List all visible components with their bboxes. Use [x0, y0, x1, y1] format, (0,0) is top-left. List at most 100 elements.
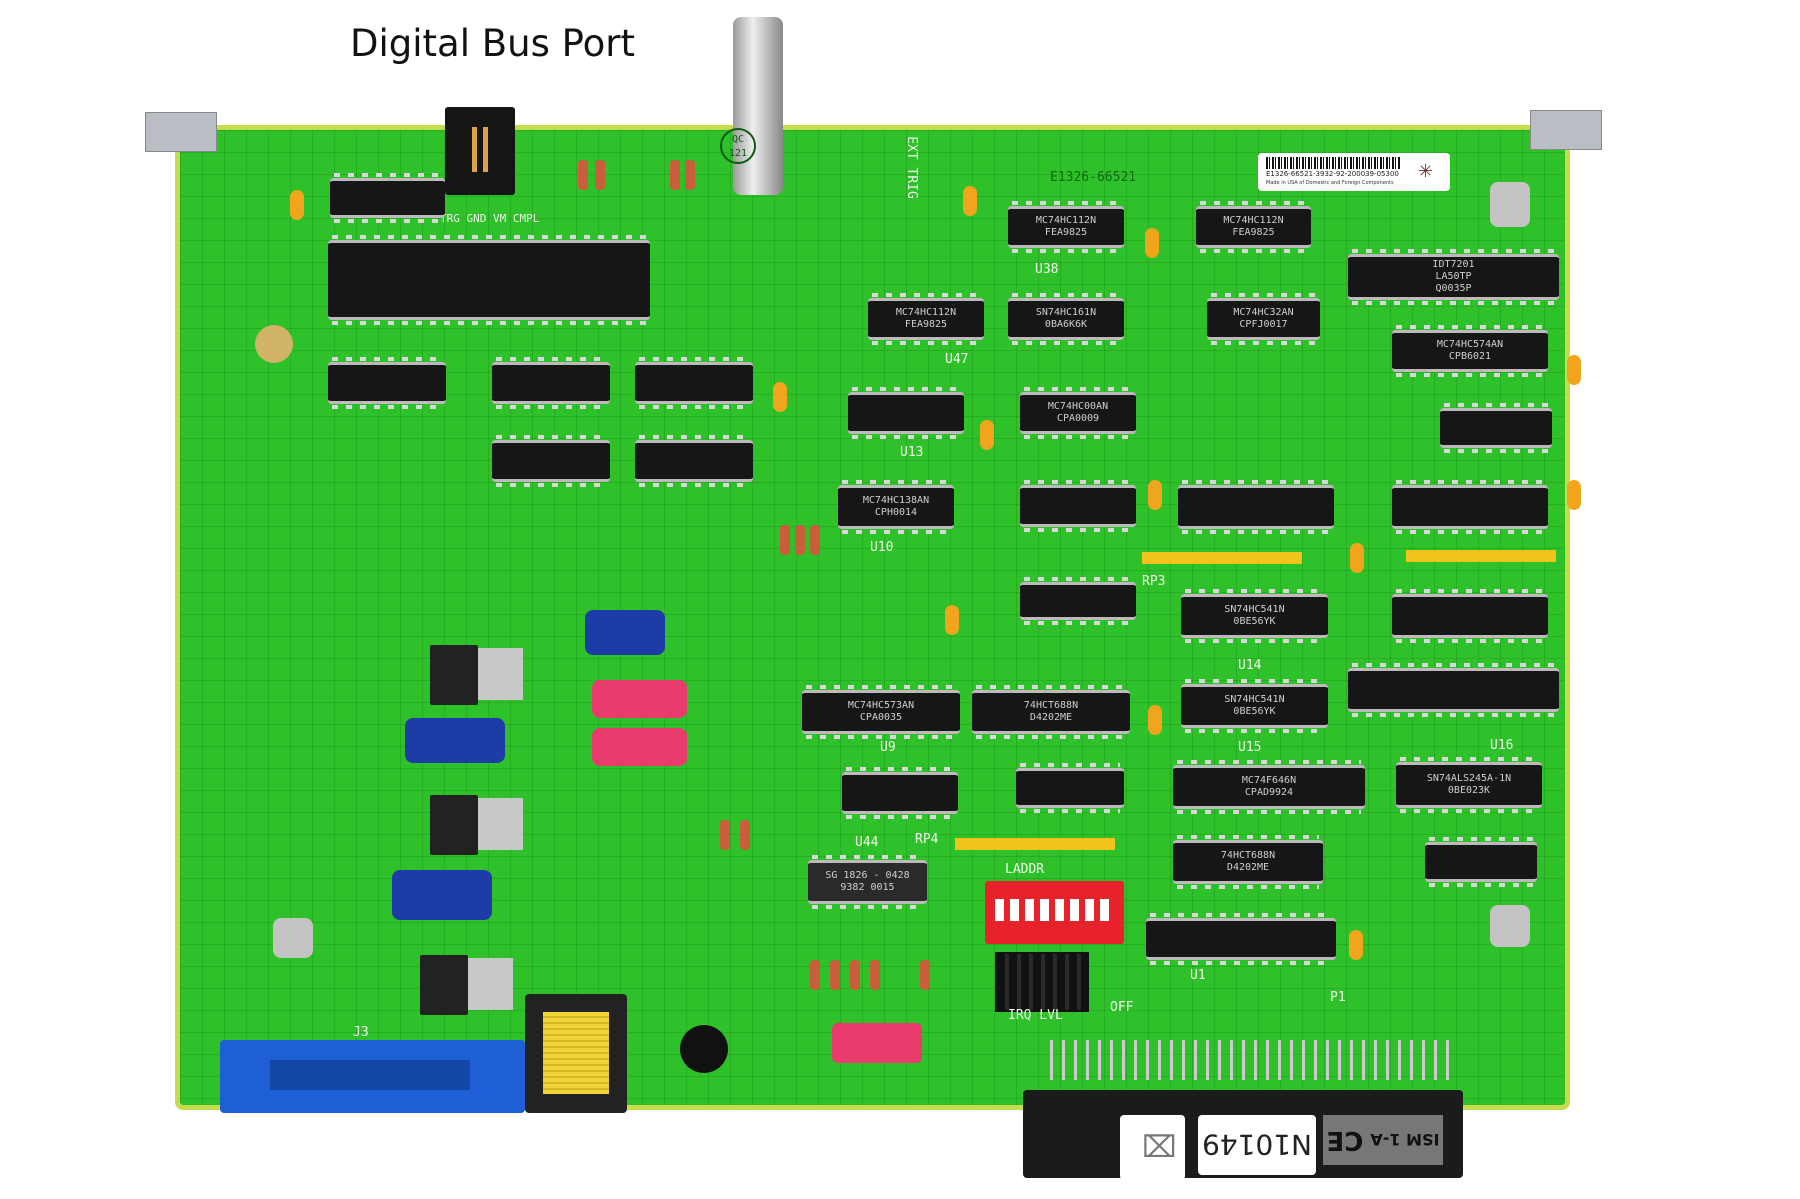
ic-chip	[842, 767, 958, 819]
ref-u14: U14	[1238, 658, 1262, 673]
resistor	[870, 960, 880, 990]
capacitor	[1567, 480, 1581, 510]
ref-u38: U38	[1035, 262, 1059, 277]
digital-bus-port-header[interactable]	[445, 107, 515, 195]
capacitor	[290, 190, 304, 220]
electrolytic-capacitor	[392, 870, 492, 920]
voltage-regulator	[420, 955, 468, 1015]
resistor-pack-rp3	[1142, 552, 1302, 564]
ic-chip	[1146, 913, 1336, 965]
capacitor	[1148, 705, 1162, 735]
resistor	[810, 525, 820, 555]
capacitor	[963, 186, 977, 216]
resistor	[670, 160, 680, 190]
laddr-label: LADDR	[1005, 862, 1045, 877]
right-mounting-bracket	[1530, 110, 1602, 150]
ext-trig-label: EXT TRIG	[903, 136, 919, 199]
ext-trig-bnc-connector[interactable]	[733, 17, 783, 195]
resistor	[830, 960, 840, 990]
weee-bin-icon: ⌧	[1142, 1130, 1177, 1165]
resistor	[595, 160, 605, 190]
ic-chip: MC74F646N CPAD9924	[1173, 760, 1365, 814]
standoff	[255, 325, 293, 363]
ic-chip: SN74HC161N 0BA6K6K	[1008, 293, 1124, 345]
backplane-pins	[1050, 1040, 1450, 1080]
ism-label: ISM 1-A	[1370, 1130, 1440, 1150]
barcode	[1266, 157, 1401, 169]
capacitor	[1145, 228, 1159, 258]
ic-chip: MC74HC573AN CPA0035	[802, 685, 960, 739]
ic-chip	[1440, 403, 1552, 453]
ic-cpu-dip40	[328, 235, 650, 325]
board-id-silk: E1326-66521	[1050, 170, 1137, 185]
agilent-logo-icon: ✳	[1418, 161, 1434, 182]
resistor-pack-rp2	[1406, 550, 1556, 562]
ic-chip	[328, 357, 446, 409]
ic-chip	[1348, 663, 1559, 717]
ref-j3: J3	[353, 1025, 369, 1040]
ref-u1: U1	[1190, 968, 1206, 983]
ic-chip	[635, 435, 753, 487]
ic-chip	[1016, 763, 1124, 813]
irq-level-jumper-block[interactable]	[995, 952, 1089, 1012]
ic-hybrid-module: SG 1826 - 0428 9382 0015	[808, 855, 927, 909]
left-mounting-bracket	[145, 112, 217, 152]
ic-chip: SN74HC541N 0BE56YK	[1181, 679, 1328, 733]
standoff	[273, 918, 313, 958]
capacitor	[1349, 930, 1363, 960]
ic-chip	[635, 357, 753, 409]
weee-label: ⌧	[1120, 1115, 1185, 1180]
electrolytic-capacitor	[585, 610, 665, 655]
ref-p1: P1	[1330, 990, 1346, 1005]
ref-u16: U16	[1490, 738, 1514, 753]
j3-ribbon-connector[interactable]	[220, 1040, 525, 1113]
ic-oscillator	[330, 173, 445, 223]
laddr-dip-switch[interactable]	[985, 881, 1124, 944]
ic-chip: MC74HC32AN CPFJ0017	[1207, 293, 1320, 345]
inductor-l3	[592, 728, 687, 766]
resistor	[780, 525, 790, 555]
ic-chip: MC74HC112N FEA9825	[868, 293, 984, 345]
voltage-regulator	[430, 645, 478, 705]
digital-bus-port-caption: Digital Bus Port	[350, 22, 635, 65]
ic-chip: MC74HC574AN CPB6021	[1392, 325, 1548, 377]
ref-u44: U44	[855, 835, 879, 850]
irq-lvl-label: IRQ LVL	[1008, 1008, 1063, 1023]
barcode-label: E1326-66521-3932-92-200039-05300 Made in…	[1258, 153, 1450, 191]
ic-chip	[1425, 837, 1537, 887]
capacitor	[945, 605, 959, 635]
ref-u9: U9	[880, 740, 896, 755]
heatsink-tab	[468, 958, 513, 1010]
resistor	[850, 960, 860, 990]
resistor	[578, 160, 588, 190]
inductor-l2	[592, 680, 687, 718]
capacitor	[773, 382, 787, 412]
resistor	[795, 525, 805, 555]
standoff	[1490, 182, 1530, 227]
ic-chip: MC74HC00AN CPA0009	[1020, 387, 1136, 439]
ref-rp4: RP4	[915, 832, 939, 847]
resistor-pack-rp4	[955, 838, 1115, 850]
barcode-part-number: E1326-66521-3932-92-200039-05300	[1266, 170, 1399, 178]
ic-chip: MC74HC112N FEA9825	[1196, 201, 1311, 253]
electrolytic-capacitor	[680, 1025, 728, 1073]
qc-stamp: QC 121	[720, 128, 756, 164]
resistor	[810, 960, 820, 990]
capacitor	[1148, 480, 1162, 510]
voltage-regulator	[430, 795, 478, 855]
ce-mark: CE	[1326, 1125, 1364, 1155]
capacitor	[980, 420, 994, 450]
ic-chip	[492, 357, 610, 409]
transformer	[525, 994, 627, 1113]
ic-chip	[1392, 480, 1548, 534]
ref-rp3: RP3	[1142, 574, 1166, 589]
capacitor	[1350, 543, 1364, 573]
ic-chip	[1178, 480, 1334, 534]
off-label: OFF	[1110, 1000, 1134, 1015]
barcode-origin: Made in USA of Domestic and Foreign Comp…	[1266, 180, 1394, 186]
heatsink-tab	[478, 648, 523, 700]
backplane-connector[interactable]: ⌧ N10149 ISM 1-A CE	[1023, 1090, 1463, 1180]
ref-u13: U13	[900, 445, 924, 460]
inductor-l1	[832, 1023, 922, 1063]
standoff	[1490, 905, 1530, 947]
